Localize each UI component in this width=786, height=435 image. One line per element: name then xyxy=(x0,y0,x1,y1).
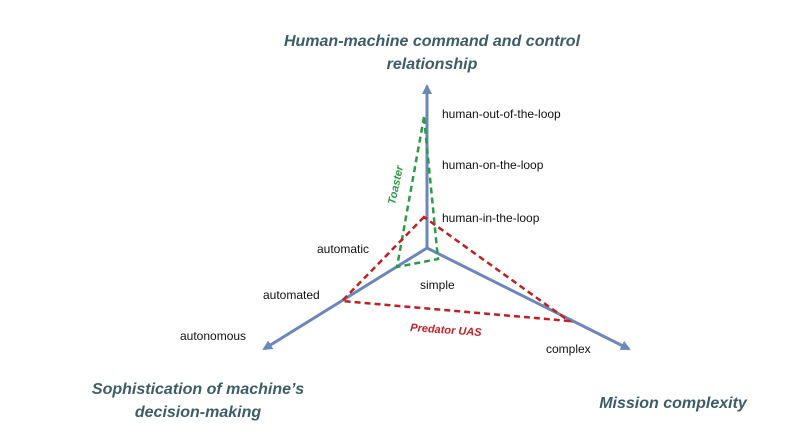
level-human-in-the-loop: human-in-the-loop xyxy=(442,211,540,225)
level-automated: automated xyxy=(263,288,320,302)
level-complex: complex xyxy=(546,342,591,356)
level-human-out-of-the-loop: human-out-of-the-loop xyxy=(442,107,561,121)
right-axis-arrow xyxy=(426,246,631,351)
left-axis-title-line2: decision-making xyxy=(135,404,261,421)
predator-uas-profile xyxy=(339,215,574,323)
level-automatic: automatic xyxy=(317,242,369,256)
predator-uas-label: Predator UAS xyxy=(410,322,483,339)
top-axis-title-line2: relationship xyxy=(387,56,478,73)
toaster-profile xyxy=(395,116,440,269)
level-autonomous: autonomous xyxy=(180,329,246,343)
right-axis-title: Mission complexity xyxy=(599,395,748,412)
level-human-on-the-loop: human-on-the-loop xyxy=(442,158,544,172)
left-axis-title-line1: Sophistication of machine’s xyxy=(92,381,304,398)
toaster-label: Toaster xyxy=(386,164,406,206)
level-simple: simple xyxy=(420,278,455,292)
top-axis-title-line1: Human-machine command and control xyxy=(284,33,581,50)
